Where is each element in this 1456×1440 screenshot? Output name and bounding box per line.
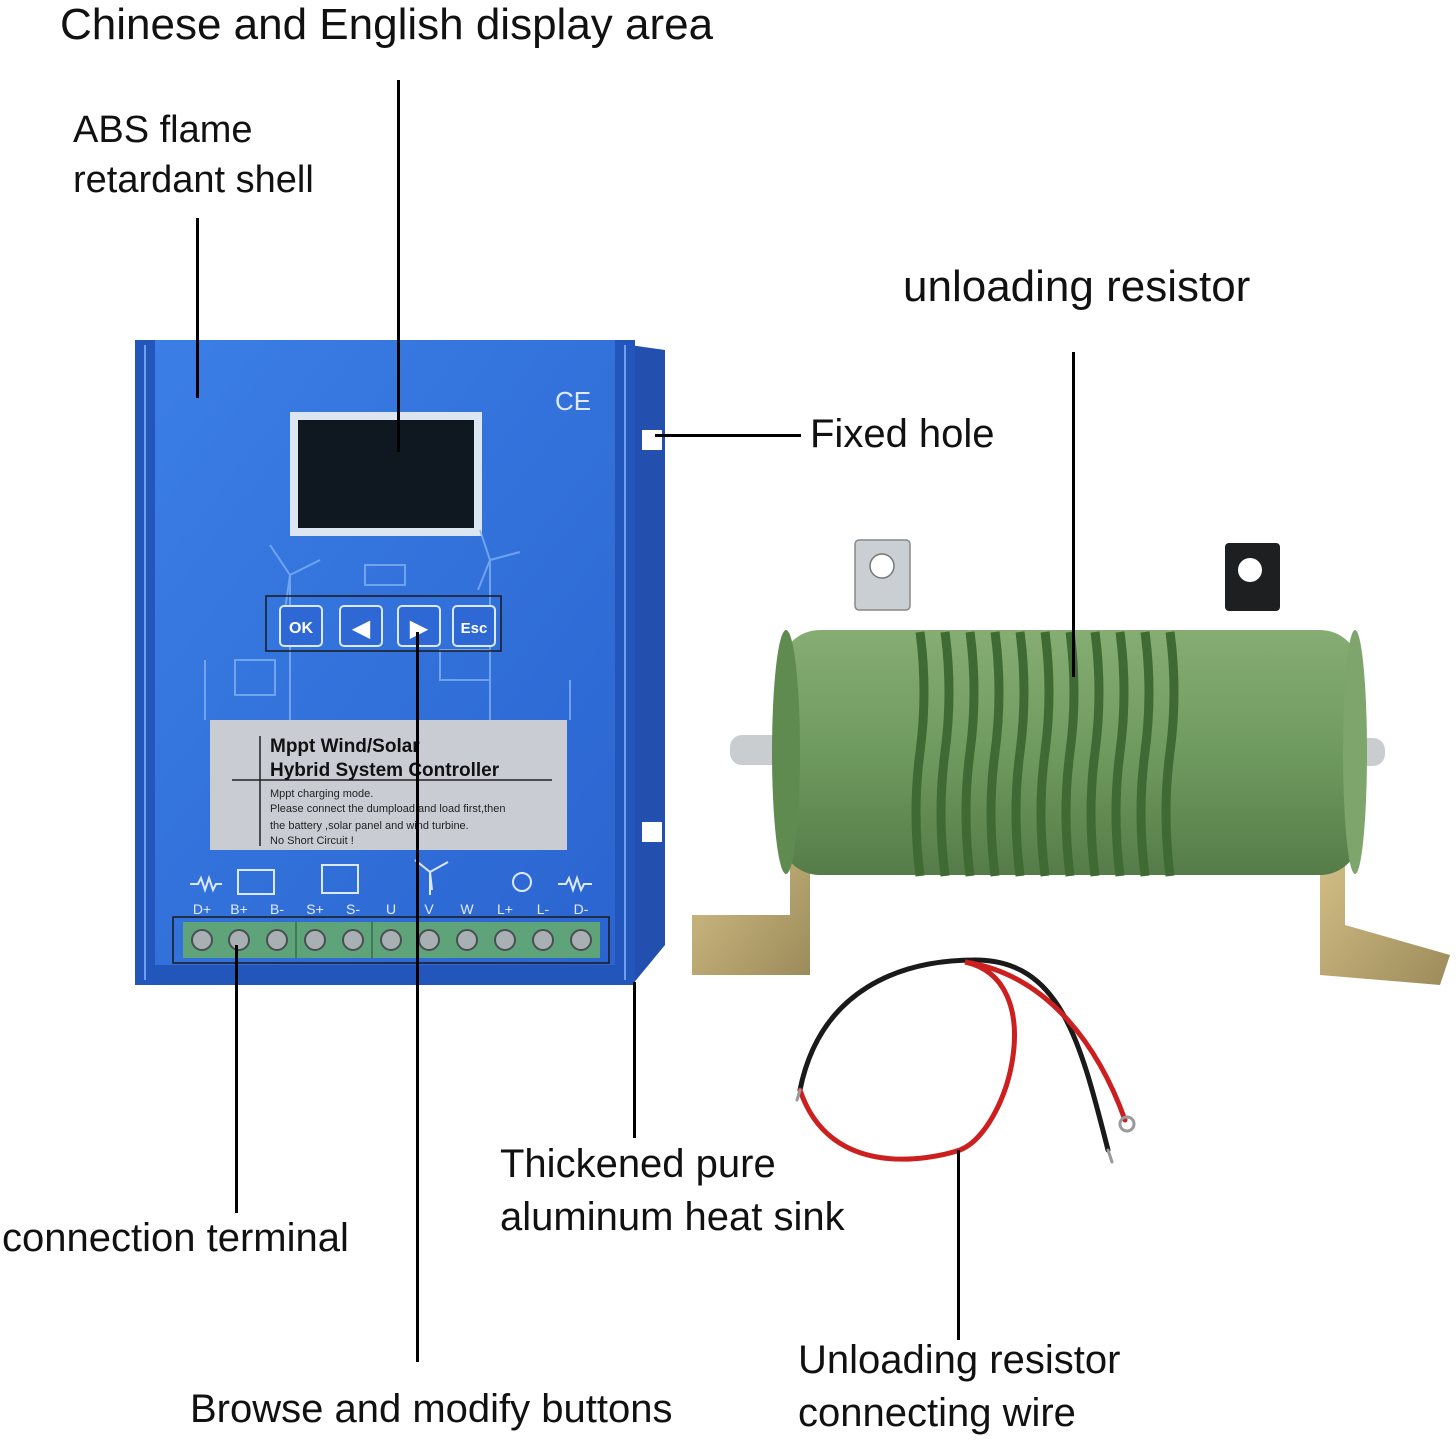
lcd-display <box>290 412 482 536</box>
svg-text:D-: D- <box>574 901 589 917</box>
panel-note-2: Please connect the dumpload and load fir… <box>270 803 505 815</box>
svg-text:B-: B- <box>270 901 284 917</box>
lamp-icon <box>512 872 532 892</box>
resistor-symbol-right-icon <box>558 874 592 894</box>
controller-heat-sink <box>630 345 665 985</box>
svg-text:S-: S- <box>346 901 360 917</box>
resistor-brackets <box>692 830 1450 985</box>
resistor-body <box>730 630 1385 875</box>
black-wire <box>797 957 1111 1153</box>
esc-button[interactable]: Esc <box>452 605 496 647</box>
leader-terminal <box>235 945 238 1213</box>
ce-mark: CE <box>555 386 591 416</box>
label-terminal: connection terminal <box>2 1216 349 1260</box>
label-wire: Unloading resistor connecting wire <box>798 1338 1121 1435</box>
label-heat-sink: Thickened pure aluminum heat sink <box>500 1142 845 1239</box>
panel-note-3: the battery ,solar panel and wind turbin… <box>270 820 469 832</box>
leader-resistor <box>1072 352 1075 677</box>
label-resistor: unloading resistor <box>903 262 1251 311</box>
leader-wire <box>957 1150 960 1340</box>
panel-note-4: No Short Circuit ! <box>270 835 354 847</box>
label-buttons: Browse and modify buttons <box>190 1387 673 1431</box>
svg-text:U: U <box>386 901 396 917</box>
svg-text:OK: OK <box>289 620 313 637</box>
svg-text:D+: D+ <box>193 901 211 917</box>
svg-text:B+: B+ <box>230 901 248 917</box>
red-wire <box>797 959 1128 1162</box>
leader-display-area <box>397 80 400 452</box>
svg-text:V: V <box>424 901 434 917</box>
solar-panel-icon <box>321 864 359 894</box>
connecting-wire <box>795 957 1136 1164</box>
left-arrow-button[interactable]: ◀ <box>339 605 383 647</box>
resistor-symbol-icon <box>190 874 222 894</box>
leader-shell <box>196 218 199 398</box>
svg-text:Esc: Esc <box>461 620 488 637</box>
terminal-symbols <box>190 859 592 895</box>
wind-turbine-icon <box>414 859 449 895</box>
right-arrow-button[interactable]: ▶ <box>397 605 441 647</box>
ok-button[interactable]: OK <box>279 605 323 647</box>
panel-title-line-1: Mppt Wind/Solar <box>270 736 420 757</box>
resistor-tabs <box>854 539 1280 611</box>
ring-terminal-icon <box>1118 1115 1136 1133</box>
svg-text:S+: S+ <box>306 901 324 917</box>
right-arrow-icon: ▶ <box>410 615 429 642</box>
label-fixed-hole: Fixed hole <box>810 412 995 456</box>
leader-heat-sink <box>633 982 636 1138</box>
svg-text:L+: L+ <box>497 901 513 917</box>
terminal-screws <box>191 929 592 951</box>
svg-text:W: W <box>460 901 474 917</box>
label-display-area: Chinese and English display area <box>60 0 714 49</box>
terminal-block <box>172 916 610 964</box>
leader-buttons <box>416 632 419 1362</box>
controller-buttons: OK ◀ ▶ Esc <box>265 595 502 652</box>
svg-text:L-: L- <box>537 901 550 917</box>
battery-icon <box>237 869 275 895</box>
leader-fixed-hole <box>655 434 801 437</box>
panel-note-1: Mppt charging mode. <box>270 788 373 800</box>
panel-title-line-2: Hybrid System Controller <box>270 760 500 781</box>
left-arrow-icon: ◀ <box>352 615 371 642</box>
label-shell: ABS flame retardant shell <box>73 109 314 202</box>
controller-info-panel: Mppt Wind/Solar Hybrid System Controller… <box>210 720 567 850</box>
terminal-labels: D+ B+ B- S+ S- U V W L+ L- D- <box>193 901 589 917</box>
